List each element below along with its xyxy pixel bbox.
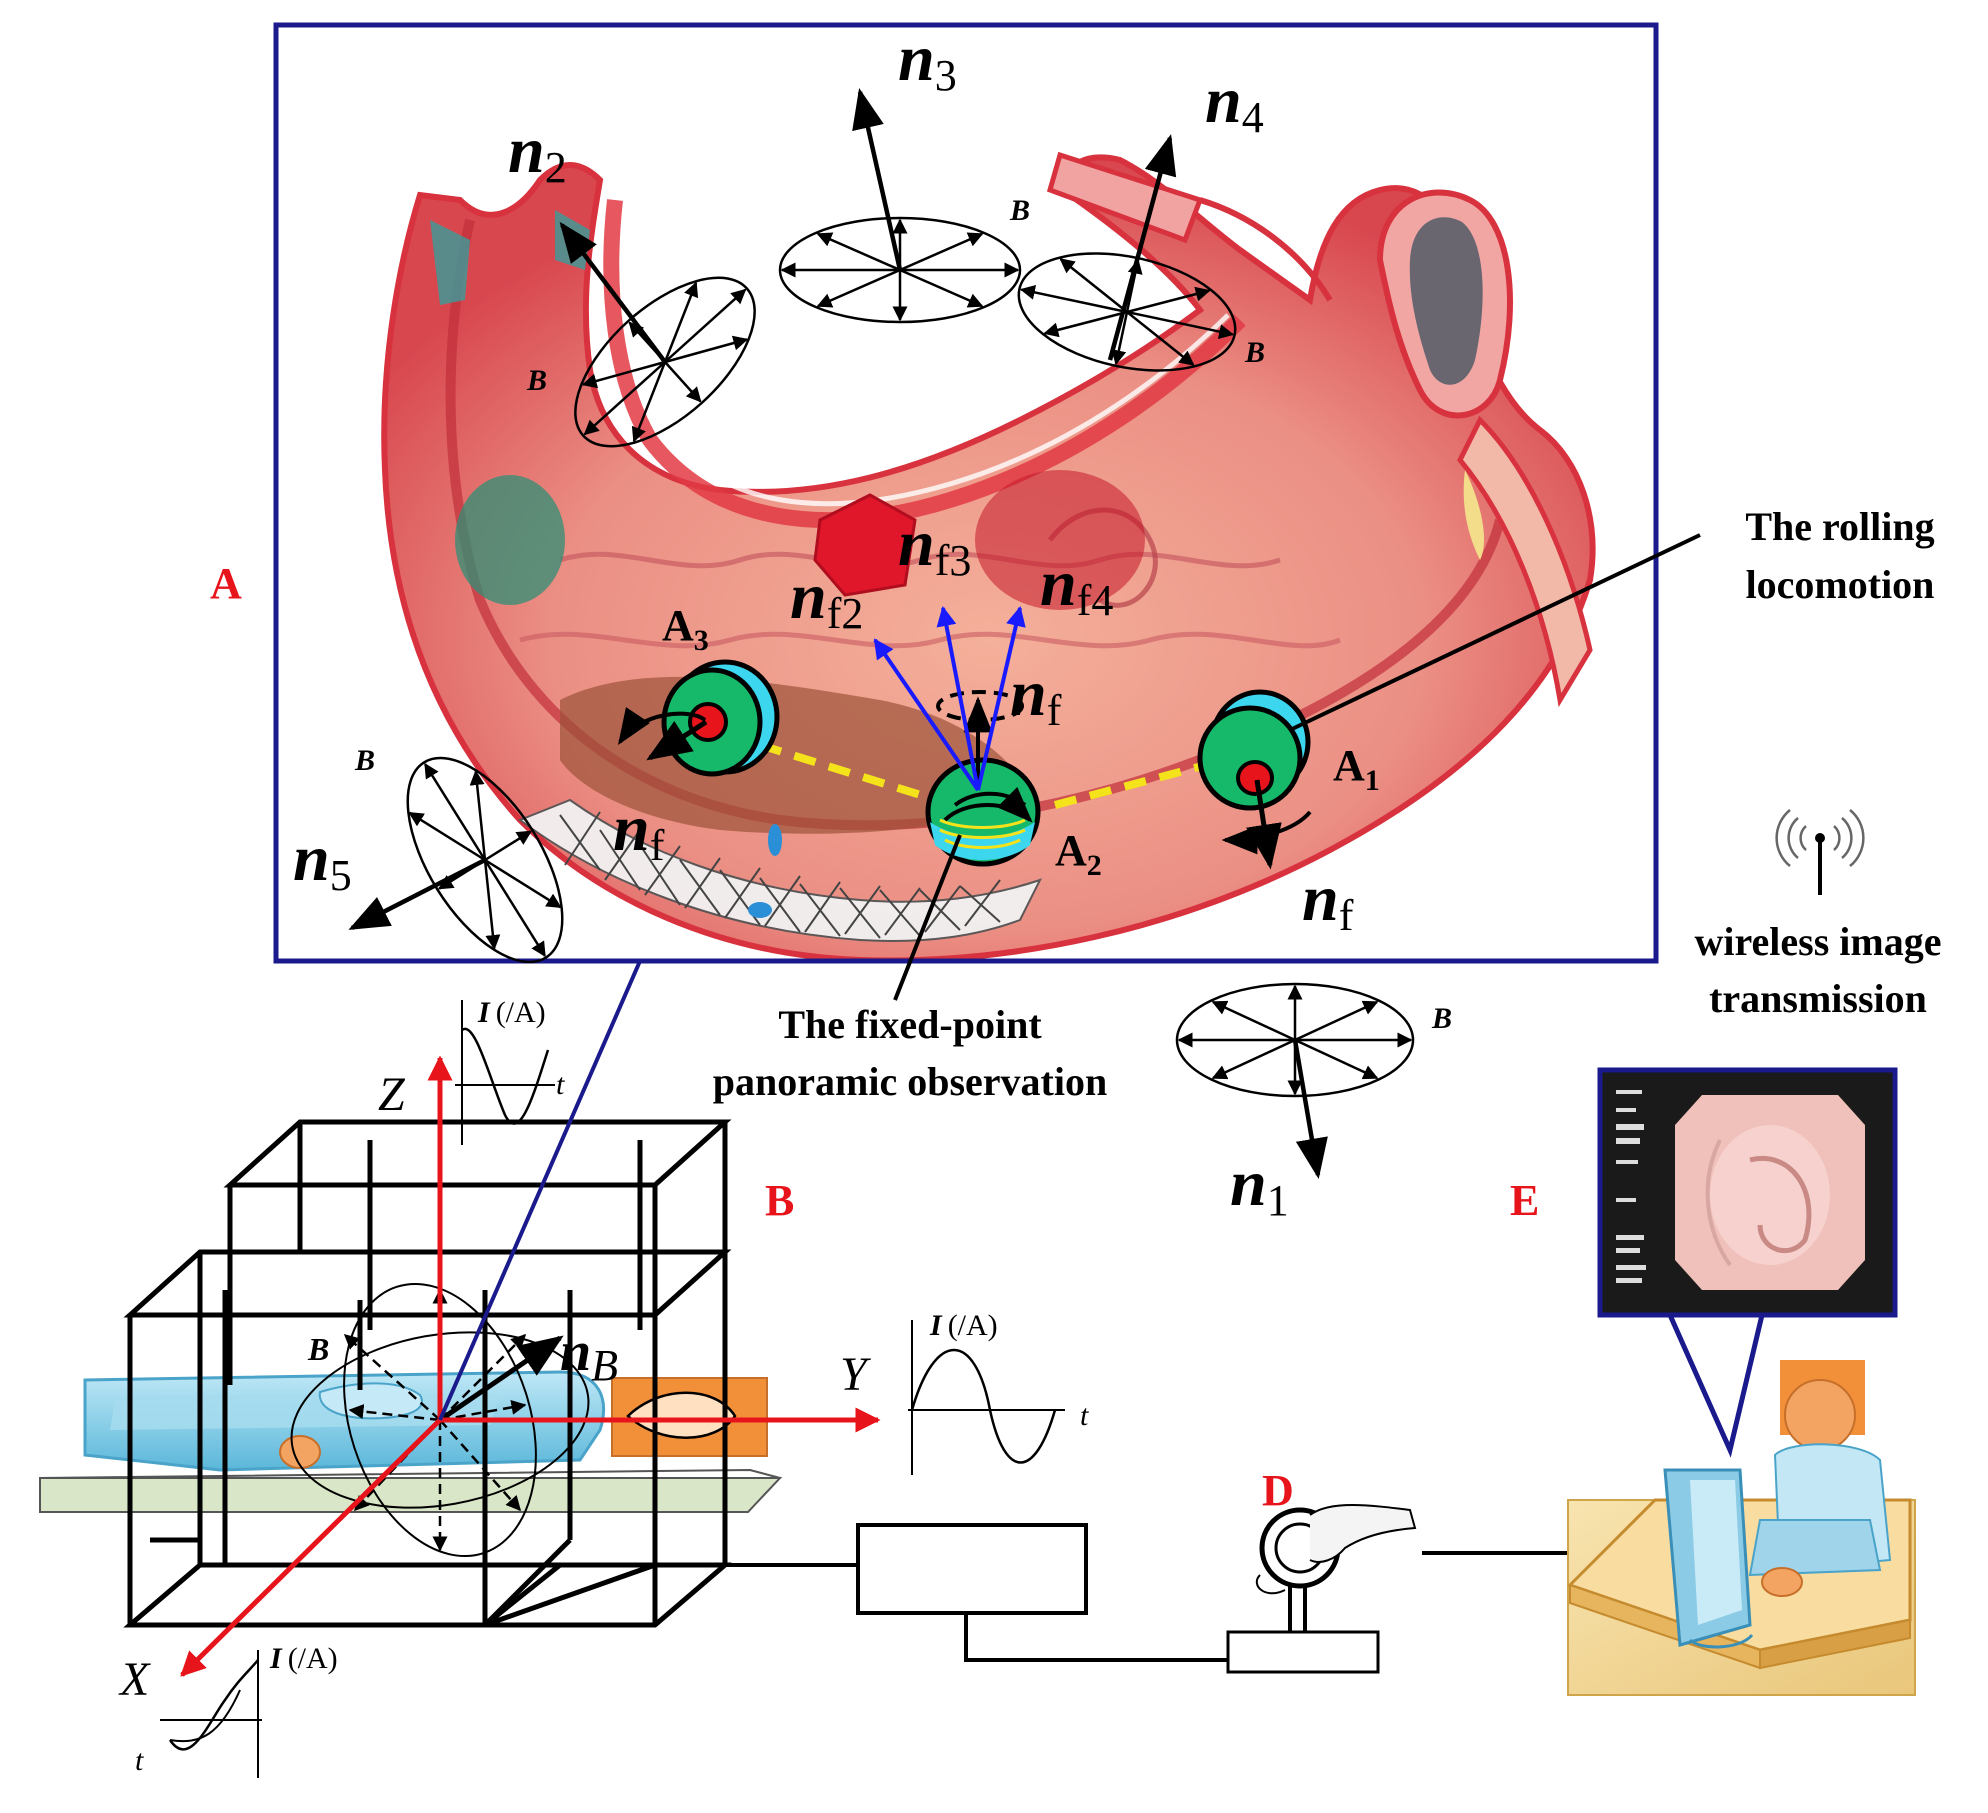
field-ellipse-3 [778,216,1022,324]
normal-vectors [348,88,1328,1179]
field-label-5: B [354,744,375,777]
label-nf2: nf2 [790,560,863,638]
normal-vector-3 [852,88,903,271]
rolling-text-line1: The rolling [1745,504,1934,549]
label-n3: n3 [898,22,957,100]
svg-text:I(/A): I(/A) [269,1642,338,1675]
capsule-a2 [925,690,1041,867]
section-label-d: D [1262,1466,1294,1515]
current-wave-z: I(/A) t [455,996,565,1145]
x-axis [180,1418,442,1677]
monitor-readout-marks [1616,1090,1646,1283]
normal-vector-1 [1292,1039,1328,1179]
label-nf3: nf3 [898,507,971,585]
rolling-text-line2: locomotion [1746,562,1935,607]
rolling-leader-line [1289,533,1701,732]
fixed-text-line2: panoramic observation [713,1059,1107,1104]
vector-labels: n2 n3 n4 n5 n1 nf nf nf nf2 nf3 nf4 B B … [210,22,1941,1600]
svg-text:I(/A): I(/A) [477,996,546,1029]
operator-head [1784,1379,1856,1451]
capsule-a1 [1197,689,1312,870]
center-field-label: B [307,1331,329,1367]
label-n5: n5 [293,822,352,900]
stomach-panel [273,22,1701,1001]
zoom-link-line [438,960,642,1421]
field-label-3: B [1009,194,1030,227]
wireless-text-line1: wireless image [1695,919,1942,964]
fixed-leader-line [893,834,962,1001]
capsule-a3 [617,659,780,777]
label-a3: A3 [662,601,709,657]
axis-label-z: Z [378,1068,406,1121]
normal-vector-2 [559,221,667,364]
normal-vector-5 [348,857,487,931]
current-wave-y: I(/A) t [908,1309,1089,1475]
control-unit [655,1523,1228,1662]
label-n4: n4 [1205,64,1264,142]
coordinate-axes [180,1055,881,1677]
svg-text:I(/A): I(/A) [929,1309,998,1342]
wireless-text-line2: transmission [1709,976,1927,1021]
section-label-e: E [1510,1176,1539,1225]
label-nb: nB [560,1321,618,1390]
current-wave-x: I(/A) t [135,1642,338,1778]
axis-label-y: Y [840,1348,871,1401]
label-nf-a1: nf [1302,862,1354,940]
joystick-controller [1226,1504,1568,1674]
operator-workstation [1567,1067,1916,1696]
svg-text:t: t [556,1068,565,1101]
focus-normal-arrows [873,606,1026,792]
axis-label-x: X [118,1653,151,1706]
field-ellipse-4 [1017,252,1237,372]
panel-a-frame [273,22,1659,964]
label-nf4: nf4 [1040,547,1113,625]
normal-vector-4 [1107,134,1177,361]
field-ellipse-5 [406,756,564,964]
svg-text:t: t [135,1744,144,1777]
section-label-b: B [765,1176,794,1225]
svg-text:t: t [1080,1399,1089,1432]
label-a1: A1 [1333,741,1380,797]
field-ellipses [406,216,1415,1098]
coil-system: Z Y X B nB I(/A) t I(/A) t I(/ [39,960,1089,1778]
label-n2: n2 [508,114,567,192]
field-label-2: B [526,364,547,397]
label-nf-a2: nf [1010,657,1062,735]
antenna-icon [1775,809,1865,895]
fixed-text-line1: The fixed-point [778,1002,1042,1047]
label-a2: A2 [1055,826,1102,882]
label-n1: n1 [1230,1147,1289,1225]
section-label-a: A [210,559,242,608]
field-label-1: B [1431,1002,1452,1035]
field-label-4: B [1244,336,1265,369]
label-nf-a3: nf [613,792,665,870]
field-ellipse-2 [574,276,756,448]
